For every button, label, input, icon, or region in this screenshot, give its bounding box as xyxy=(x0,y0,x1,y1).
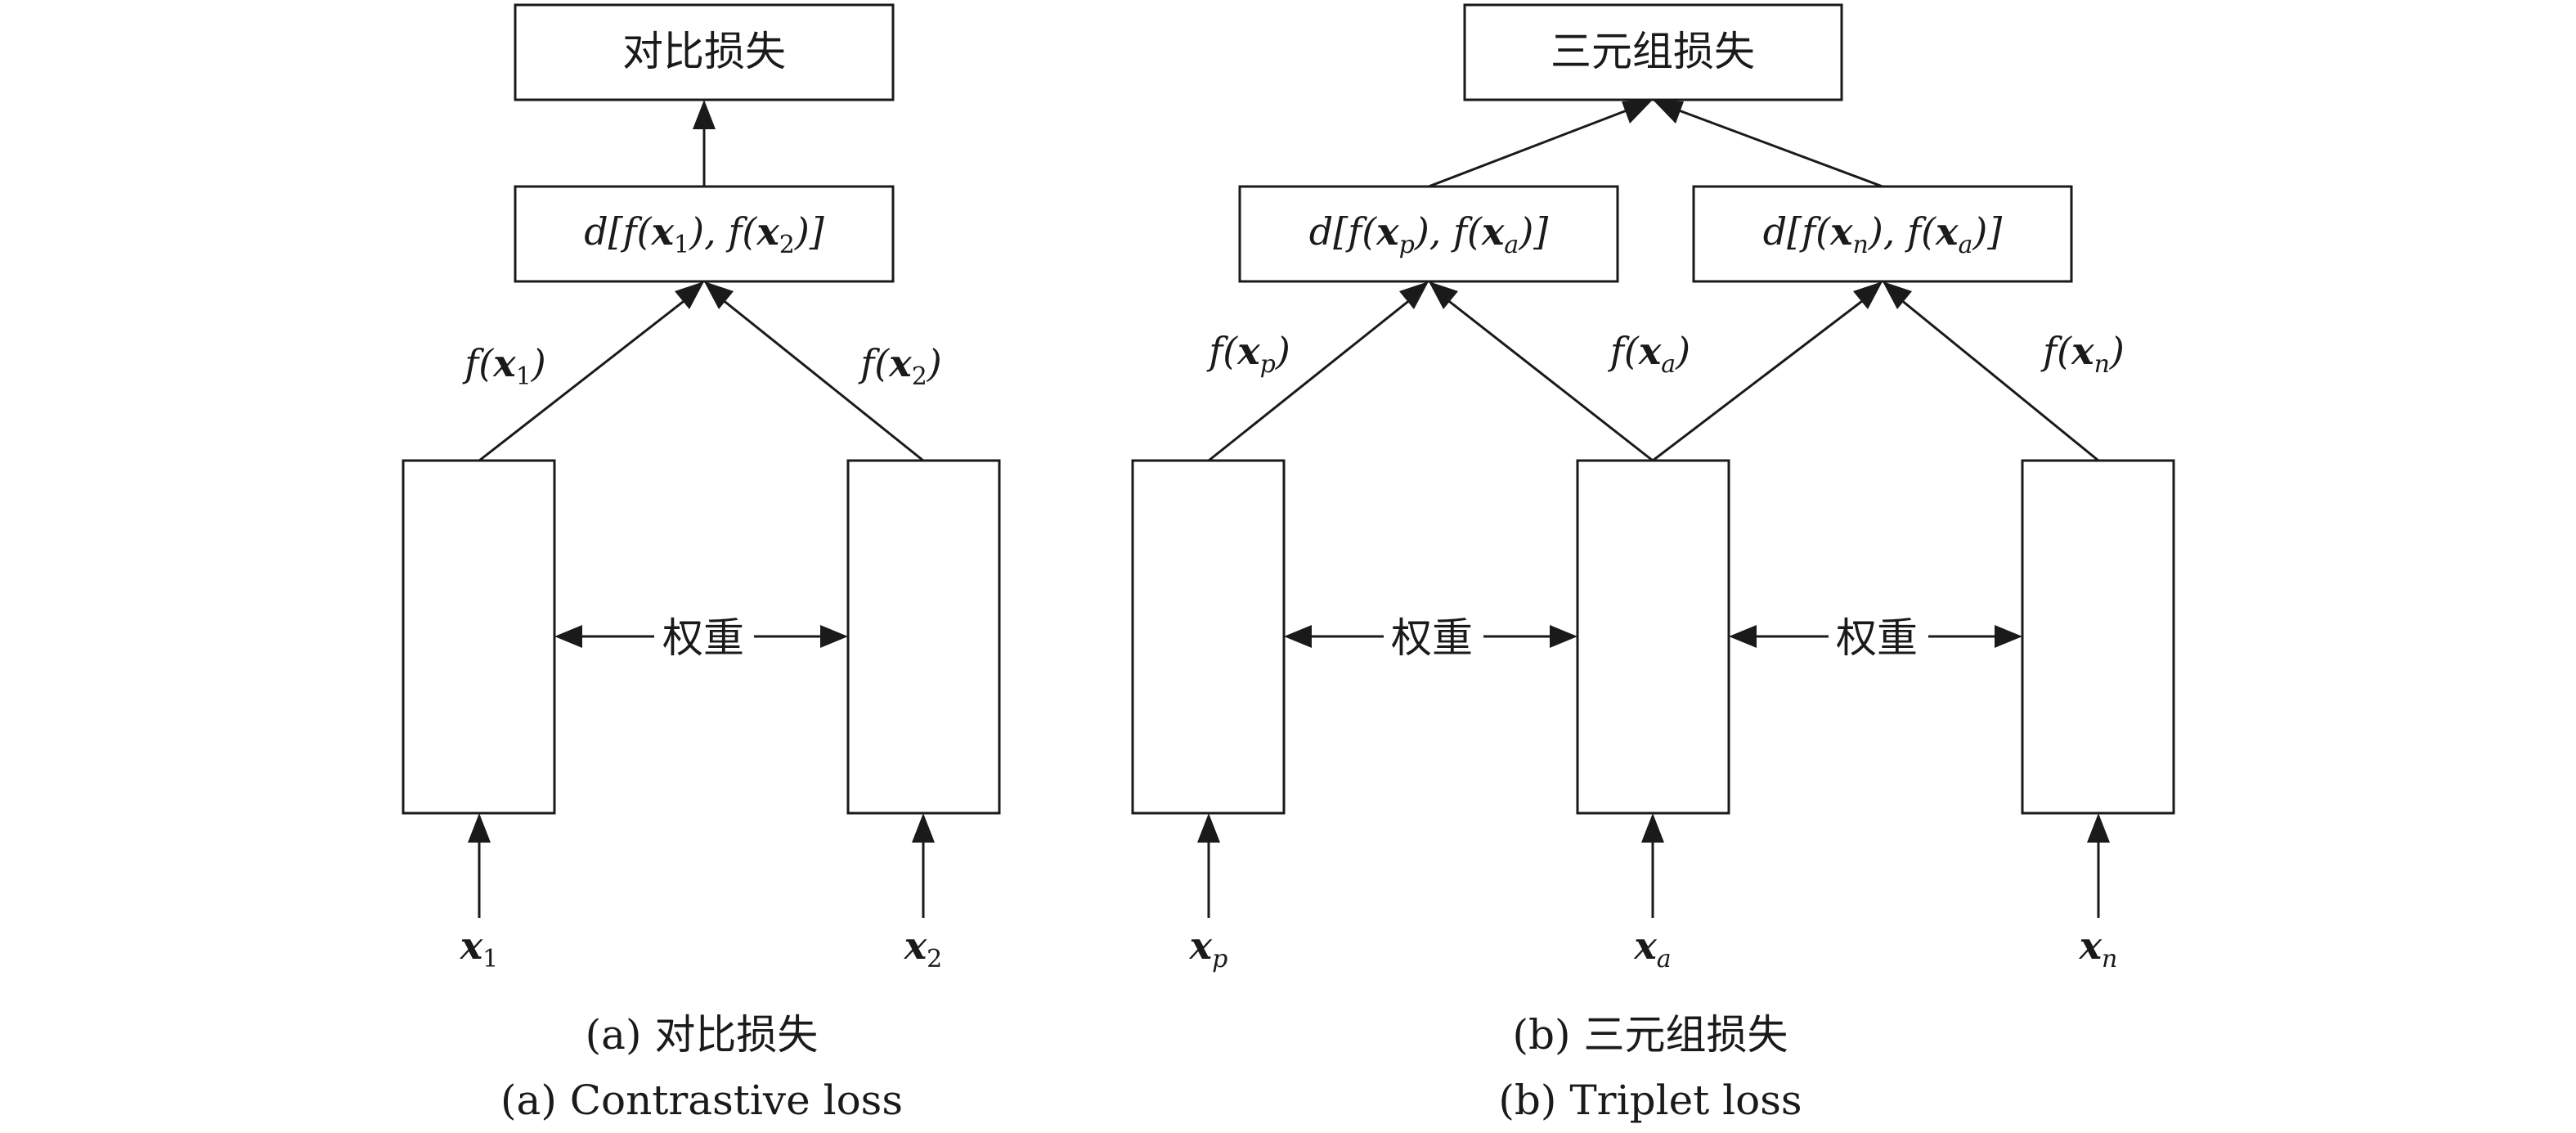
arrow-na-to-loss xyxy=(1672,106,1883,188)
network-branch-right-a xyxy=(846,459,1001,815)
shared-weights-label-a: 权重 xyxy=(662,614,744,662)
input-arrowhead-p xyxy=(1197,813,1220,843)
arrow-embed-left-a xyxy=(478,294,691,462)
network-branch-left-a xyxy=(402,459,556,815)
panel-b-triplet: 三元组损失 d[f(xp), f(xa)] d[f(xn), f(xa)] f(… xyxy=(1131,3,2175,1124)
arrow-pa-to-loss xyxy=(1428,106,1634,188)
input-arrowhead-left-a xyxy=(468,813,491,843)
network-branch-positive xyxy=(1131,459,1286,815)
arrow-embed-a-right xyxy=(1652,294,1869,462)
weight-arrowhead-right-an xyxy=(1995,625,2022,648)
arrowhead-embed-n xyxy=(1883,281,1912,309)
caption-en-a: (a) Contrastive loss xyxy=(500,1077,903,1124)
shared-weights-label-pa: 权重 xyxy=(1391,614,1473,662)
contrastive-loss-box xyxy=(514,3,895,101)
distance-box-na-label: d[f(xn), f(xa)] xyxy=(1763,209,2003,259)
embed-label-right-a: f(x2) xyxy=(858,341,941,391)
input-label-left-a: x1 xyxy=(460,924,499,973)
input-label-n: xn xyxy=(2079,924,2118,973)
input-arrowhead-right-a xyxy=(912,813,935,843)
embed-label-left-a: f(x1) xyxy=(462,341,545,391)
input-arrowhead-n xyxy=(2087,813,2110,843)
distance-box-a xyxy=(514,185,895,283)
panel-a-contrastive: 对比损失 d[f(x1), f(x2)] f(x1) f(x2) 权重 x1 x… xyxy=(402,3,1001,1124)
caption-cn-b: (b) 三元组损失 xyxy=(1513,1011,1788,1059)
arrowhead-embed-left-a xyxy=(675,281,704,309)
caption-cn-a: (a) 对比损失 xyxy=(586,1011,819,1059)
arrowhead-pa-to-loss xyxy=(1622,100,1653,124)
network-branch-negative xyxy=(2021,459,2175,815)
weight-arrowhead-right-pa xyxy=(1550,625,1577,648)
distance-box-na xyxy=(1692,185,2073,283)
arrowhead-loss-a xyxy=(693,100,716,129)
weight-arrowhead-right-a xyxy=(820,625,848,648)
arrow-embed-a-left xyxy=(1442,294,1654,462)
input-arrowhead-a xyxy=(1641,813,1664,843)
arrowhead-embed-right-a xyxy=(704,281,734,309)
caption-en-b: (b) Triplet loss xyxy=(1498,1077,1802,1124)
arrowhead-embed-p xyxy=(1399,281,1429,309)
triplet-loss-box-label: 三元组损失 xyxy=(1551,28,1755,75)
weight-arrowhead-left-an xyxy=(1729,625,1757,648)
embed-label-n: f(xn) xyxy=(2040,329,2125,379)
arrow-embed-right-a xyxy=(717,294,924,462)
distance-box-pa xyxy=(1238,185,1619,283)
embed-label-a: f(xa) xyxy=(1608,329,1690,379)
arrow-embed-n xyxy=(1896,294,2099,462)
weight-arrowhead-left-a xyxy=(554,625,582,648)
arrow-embed-p xyxy=(1208,294,1416,462)
input-label-right-a: x2 xyxy=(904,924,943,973)
input-label-a: xa xyxy=(1633,924,1671,973)
contrastive-loss-box-label: 对比损失 xyxy=(622,28,786,75)
distance-box-pa-label: d[f(xp), f(xa)] xyxy=(1309,209,1548,259)
shared-weights-label-an: 权重 xyxy=(1836,614,1918,662)
arrowhead-na-to-loss xyxy=(1653,100,1684,124)
network-branch-anchor xyxy=(1576,459,1730,815)
embed-label-p: f(xp) xyxy=(1206,329,1290,379)
arrowhead-embed-a-left xyxy=(1429,281,1458,309)
distance-box-a-label: d[f(x1), f(x2)] xyxy=(584,209,824,259)
triplet-loss-box xyxy=(1463,3,1843,101)
input-label-p: xp xyxy=(1189,924,1228,973)
arrowhead-embed-a-right xyxy=(1853,281,1883,309)
weight-arrowhead-left-pa xyxy=(1284,625,1312,648)
